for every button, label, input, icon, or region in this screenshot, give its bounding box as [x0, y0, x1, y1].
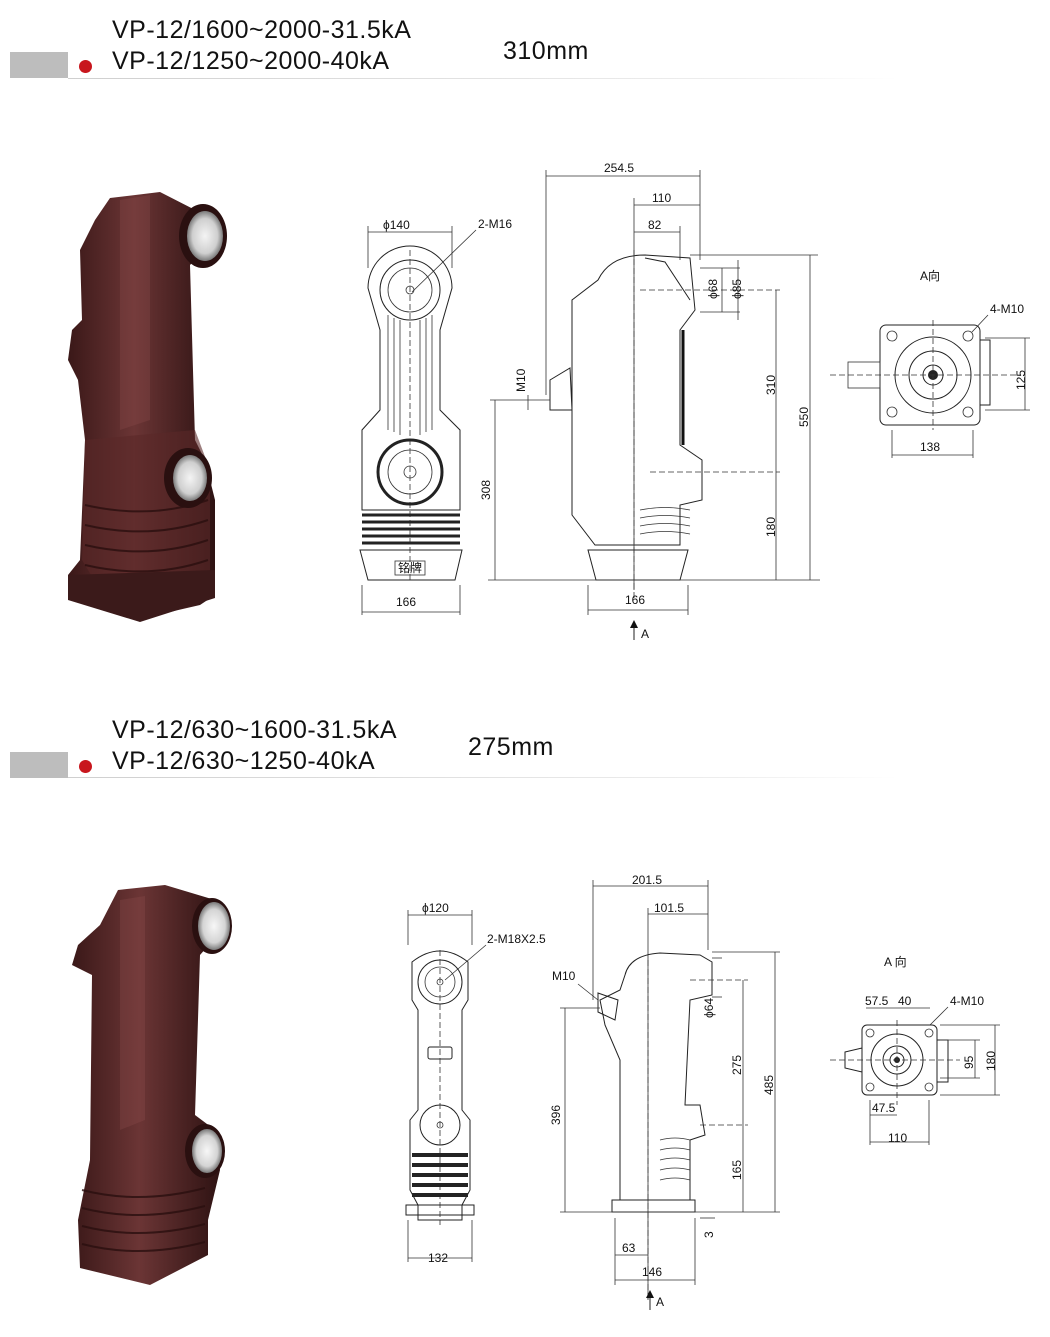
dim-phi64: ϕ64 [702, 998, 716, 1018]
bullet-dot [79, 760, 92, 773]
dim-m10: M10 [552, 969, 576, 983]
dim-total-width: 201.5 [632, 873, 662, 887]
dim-180: 180 [764, 517, 778, 537]
phase-spacing: 275mm [468, 733, 554, 761]
dim-308: 308 [479, 480, 493, 500]
view-a-title: A 向 [884, 954, 907, 969]
view-a-drawing-1: A向 4-M10 125 138 [830, 268, 1030, 458]
dim-front-width: 166 [396, 595, 416, 609]
dim-275: 275 [730, 1055, 744, 1075]
product-section-1: VP-12/1600~2000-31.5kA VP-12/1250~2000-4… [10, 16, 1030, 641]
dim-82: 82 [648, 218, 662, 232]
nameplate-label: 铭牌 [398, 560, 422, 575]
dim-485: 485 [762, 1075, 776, 1095]
dim-phi85: ϕ85 [730, 279, 744, 299]
dim-3: 3 [702, 1231, 716, 1238]
front-view-drawing-2: ϕ120 2-M18X2.5 132 [405, 901, 546, 1265]
dim-165: 165 [730, 1160, 744, 1180]
model-line-1: VP-12/630~1600-31.5kA [112, 716, 398, 744]
dim-total-width: 254.5 [604, 161, 634, 175]
product-photo-1 [68, 192, 227, 622]
side-view-drawing-2: 201.5 101.5 M10 ϕ64 396 275 165 485 3 [549, 873, 780, 1310]
section-1-drawings: ϕ140 2-M16 铭牌 166 254.5 110 82 [68, 161, 1030, 641]
bullet-dot [79, 60, 92, 73]
dim-57-5: 57.5 [865, 994, 889, 1008]
dim-thread: 2-M18X2.5 [487, 932, 546, 946]
dim-95: 95 [962, 1055, 976, 1069]
dim-110: 110 [652, 191, 671, 205]
dim-550: 550 [797, 407, 811, 427]
view-a-title: A向 [920, 268, 940, 283]
phase-spacing: 310mm [503, 37, 589, 65]
header-rule [68, 78, 898, 79]
dim-side-width: 166 [625, 593, 645, 607]
view-arrow-label: A [641, 627, 649, 641]
view-a-thread: 4-M10 [990, 302, 1024, 316]
model-line-2: VP-12/630~1250-40kA [112, 747, 376, 775]
dim-138: 138 [920, 440, 940, 454]
section-2-drawings: ϕ120 2-M18X2.5 132 201.5 101.5 M10 ϕ [72, 873, 1000, 1310]
header-bar [10, 752, 68, 778]
model-line-2: VP-12/1250~2000-40kA [112, 47, 390, 75]
dim-thread: 2-M16 [478, 217, 512, 231]
dim-180: 180 [984, 1051, 998, 1071]
front-view-drawing-1: ϕ140 2-M16 铭牌 166 [359, 217, 512, 615]
dim-40: 40 [898, 994, 912, 1008]
product-photo-2 [72, 885, 232, 1285]
side-view-drawing-1: 254.5 110 82 ϕ68 ϕ85 M10 308 310 [479, 161, 820, 641]
dim-47-5: 47.5 [872, 1101, 896, 1115]
dim-diameter: ϕ140 [383, 218, 410, 232]
dim-125: 125 [1014, 370, 1028, 390]
view-a-drawing-2: A 向 57.5 40 4-M10 95 180 47.5 110 [830, 954, 1000, 1145]
dim-front-width: 132 [428, 1251, 448, 1265]
view-arrow-label: A [656, 1295, 664, 1309]
dim-310: 310 [764, 375, 778, 395]
dim-side-width: 146 [642, 1265, 662, 1279]
header-bar [10, 52, 68, 78]
product-section-2: VP-12/630~1600-31.5kA VP-12/630~1250-40k… [0, 700, 1050, 1337]
dim-diameter: ϕ120 [422, 901, 449, 915]
header-rule [68, 777, 898, 778]
view-a-thread: 4-M10 [950, 994, 984, 1008]
dim-101-5: 101.5 [654, 901, 684, 915]
model-line-1: VP-12/1600~2000-31.5kA [112, 16, 412, 44]
dim-63: 63 [622, 1241, 636, 1255]
dim-m10: M10 [514, 368, 528, 392]
dim-396: 396 [549, 1105, 563, 1125]
dim-phi68: ϕ68 [706, 279, 720, 299]
dim-110: 110 [888, 1131, 907, 1145]
